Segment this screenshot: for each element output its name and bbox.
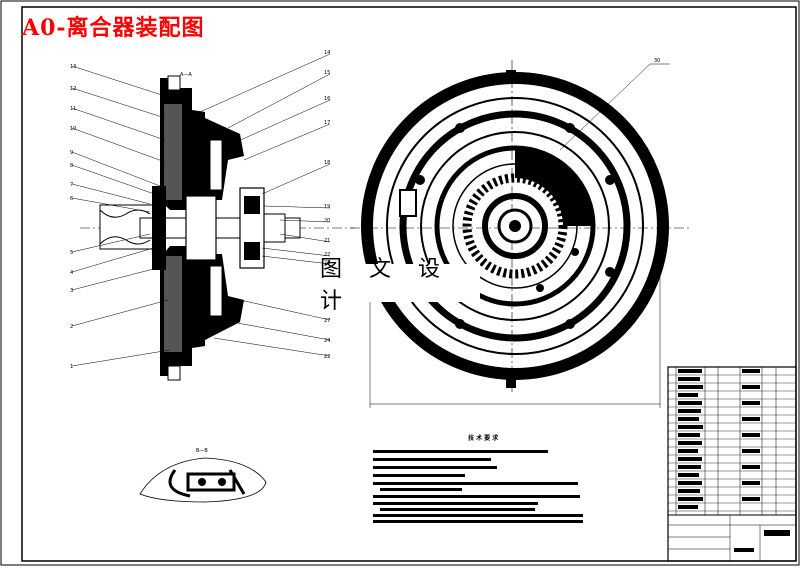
callout: 21 [324,238,330,244]
notes-heading: 技 术 要 求 [468,434,499,442]
callouts-left: 13 12 11 10 9 8 7 6 5 4 3 2 1 [70,64,76,370]
drawing-title: A0-离合器装配图 [22,15,205,41]
callout: 30 [654,58,660,64]
callout: 3 [70,288,73,294]
inner-border [21,6,797,562]
callout: 14 [324,50,330,56]
callout: 20 [324,218,330,224]
callout: 23 [324,260,330,266]
callout: 22 [324,252,330,258]
callout: 11 [70,106,76,112]
callout: 13 [70,64,76,70]
callout: 2 [70,324,73,330]
detail-view-b: B—B [139,448,267,503]
callout: 24 [324,338,330,344]
section-label-bottom: B—B [196,448,208,454]
technical-notes: 技 术 要 求 [373,434,583,523]
front-view: 30 [350,58,690,408]
section-view: A—A [71,53,355,381]
callout: 1 [70,364,73,370]
callout: 9 [70,150,73,156]
section-label-top: A—A [180,72,192,78]
callout: 4 [70,270,73,276]
callout: 6 [70,196,73,202]
callout: 15 [324,70,330,76]
callout: 10 [70,126,76,132]
callout: 8 [70,163,73,169]
callout: 16 [324,96,330,102]
title-block-text-marks [678,369,790,552]
watermark: 图 文 设 计 [320,257,480,314]
title-block [667,366,797,562]
callout: 12 [70,86,76,92]
callout: 22 [324,354,330,360]
callout: 18 [324,160,330,166]
callouts-right: 14 15 16 17 18 19 20 21 22 23 27 24 22 [324,50,330,360]
callout: 7 [70,182,73,188]
callout: 27 [324,318,330,324]
callout: 19 [324,204,330,210]
callout: 5 [70,250,73,256]
callout: 17 [324,120,330,126]
